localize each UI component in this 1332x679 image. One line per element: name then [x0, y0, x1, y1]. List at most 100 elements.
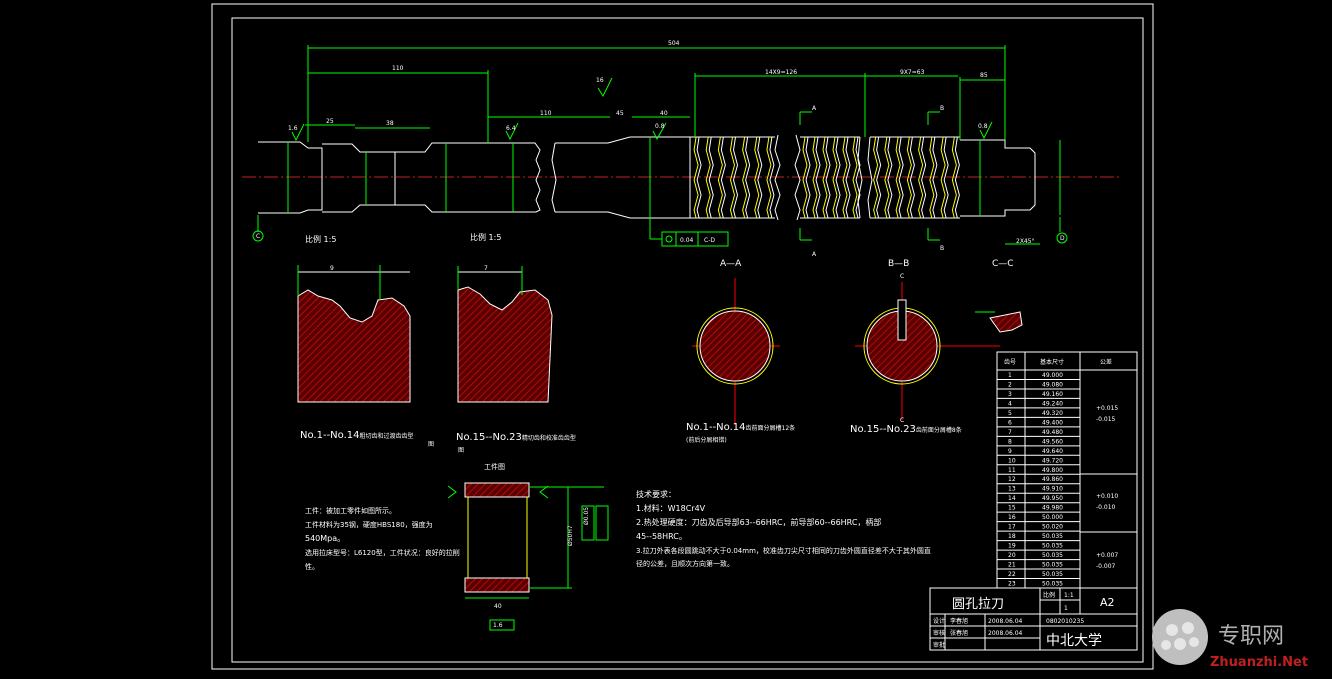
tooth-outline [825, 136, 831, 219]
table-cell-size: 50.035 [1042, 571, 1063, 578]
table-cell-size: 49.950 [1042, 495, 1063, 502]
section-c-top: C [900, 273, 904, 280]
table-cell-size: 49.910 [1042, 486, 1063, 493]
tol-1-plus: +0.015 [1096, 405, 1118, 412]
table-header-tol: 公差 [1100, 358, 1112, 366]
dim-85: 85 [980, 72, 988, 79]
table-cell-no: 15 [1008, 505, 1016, 512]
section-aa-view [692, 278, 780, 425]
drawing-no: 0802010235 [1046, 618, 1084, 625]
table-cell-no: 9 [1008, 448, 1012, 455]
work-note-4: 选用拉床型号：L6120型，工件状况：良好的拉削 [305, 548, 460, 557]
tooth-outline [943, 136, 949, 219]
dim-40: 40 [660, 110, 668, 117]
dim-38: 38 [386, 120, 394, 127]
dim-110a: 110 [392, 65, 404, 72]
scale-label: 比例 [1043, 591, 1055, 599]
datum-right: D [1060, 235, 1065, 242]
workpiece-title: 工件图 [484, 462, 505, 471]
watermark-logo [1152, 609, 1208, 665]
rough-3: 0.8 [655, 123, 665, 130]
tol-datum: C-D [704, 237, 715, 244]
tooth-edge [802, 136, 808, 219]
table-cell-no: 19 [1008, 543, 1016, 550]
workpiece-dim-40: 40 [494, 603, 502, 610]
tooth-edge [766, 136, 772, 219]
table-cell-size: 49.560 [1042, 438, 1063, 445]
table-cell-no: 5 [1008, 410, 1012, 417]
detail2-note: No.15--No.23精切齿和校准齿齿型 [456, 432, 576, 443]
dim-25: 25 [326, 118, 334, 125]
table-cell-size: 49.480 [1042, 429, 1063, 436]
tooth-edge [852, 136, 858, 219]
tooth-outline [769, 136, 775, 219]
table-cell-size: 49.720 [1042, 457, 1063, 464]
section-cc-view [975, 311, 1023, 333]
tooth-edge [895, 136, 901, 219]
table-cell-size: 49.980 [1042, 505, 1063, 512]
tol-2-minus: -0.010 [1096, 504, 1116, 511]
dim-45: 45 [616, 110, 624, 117]
tooth-profile-detail-2 [457, 266, 553, 403]
tol-value: 0.04 [680, 237, 694, 244]
tech-line-2: 2.热处理硬度：刀齿及后导部63--66HRC，前导部60--66HRC，柄部 [636, 517, 881, 527]
table-cell-no: 23 [1008, 581, 1016, 588]
table-cell-size: 50.020 [1042, 524, 1063, 531]
section-a2: A [812, 251, 817, 258]
table-cell-no: 1 [1008, 372, 1012, 379]
tol-3-plus: +0.007 [1096, 552, 1118, 559]
tooth-edge [884, 136, 890, 219]
table-cell-no: 11 [1008, 467, 1016, 474]
detail1-dim-9: 9 [330, 265, 334, 272]
table-cell-size: 49.860 [1042, 476, 1063, 483]
tech-requirements: 技术要求： 1.材料：W18Cr4V 2.热处理硬度：刀齿及后导部63--66H… [636, 489, 931, 568]
tol-2-plus: +0.010 [1096, 493, 1118, 500]
workpiece-dim-fit: Ø50H7 [567, 525, 574, 546]
table-cell-no: 13 [1008, 486, 1016, 493]
tooth-outline [932, 136, 938, 219]
broach-teeth [693, 136, 960, 219]
bb-note: No.15--No.23齿前面分屑槽8条 [850, 424, 962, 435]
dim-110b: 110 [540, 110, 552, 117]
detail1-note: No.1--No.14粗切齿和过渡齿齿型 [300, 430, 414, 441]
inner-border [231, 17, 1144, 663]
work-note-5: 性。 [305, 562, 319, 571]
section-cc-label: C—C [992, 259, 1014, 269]
approve-label: 审批 [933, 641, 945, 649]
tol-3-minus: -0.007 [1096, 563, 1116, 570]
tooth-edge [918, 136, 924, 219]
tooth-edge [729, 136, 736, 219]
table-cell-no: 8 [1008, 438, 1012, 445]
work-note-2: 工件材料为35钢，硬度HBS180，强度为 [305, 520, 433, 529]
datum-left: C [256, 233, 260, 240]
detail2-note-cont: 图 [458, 447, 464, 454]
watermark-cn: 专职网 [1218, 624, 1284, 649]
tech-line-4: 3.拉刀外表各段圆跳动不大于0.04mm，校准齿刀尖尺寸相同的刀齿外圆直径差不大… [636, 546, 931, 555]
rough-4: 0.8 [978, 123, 988, 130]
table-cell-size: 50.035 [1042, 562, 1063, 569]
table-cell-no: 16 [1008, 514, 1016, 521]
tooth-outline [745, 136, 751, 219]
section-aa-label: A—A [720, 259, 742, 269]
school-name: 中北大学 [1046, 633, 1102, 649]
tooth-edge [717, 136, 723, 219]
tooth-edge [906, 136, 912, 219]
dim-pitch1: 14X9=126 [765, 69, 797, 76]
rough-2: 6.4 [506, 125, 516, 132]
table-cell-size: 49.400 [1042, 419, 1063, 426]
check-label: 审核 [933, 629, 945, 637]
tooth-outline [720, 136, 726, 219]
tooth-outline [708, 136, 714, 219]
tol-1-minus: -0.015 [1096, 416, 1116, 423]
rough-1: 1.6 [288, 125, 298, 132]
checked-date: 2008.06.04 [988, 630, 1023, 637]
table-cell-size: 50.035 [1042, 552, 1063, 559]
tooth-outline [909, 136, 915, 219]
table-cell-no: 10 [1008, 457, 1016, 464]
table-cell-size: 50.035 [1042, 533, 1063, 540]
tooth-edge [940, 136, 946, 219]
tooth-outline [732, 136, 739, 219]
tooth-outline [954, 136, 960, 219]
section-bb-view [855, 282, 1000, 420]
